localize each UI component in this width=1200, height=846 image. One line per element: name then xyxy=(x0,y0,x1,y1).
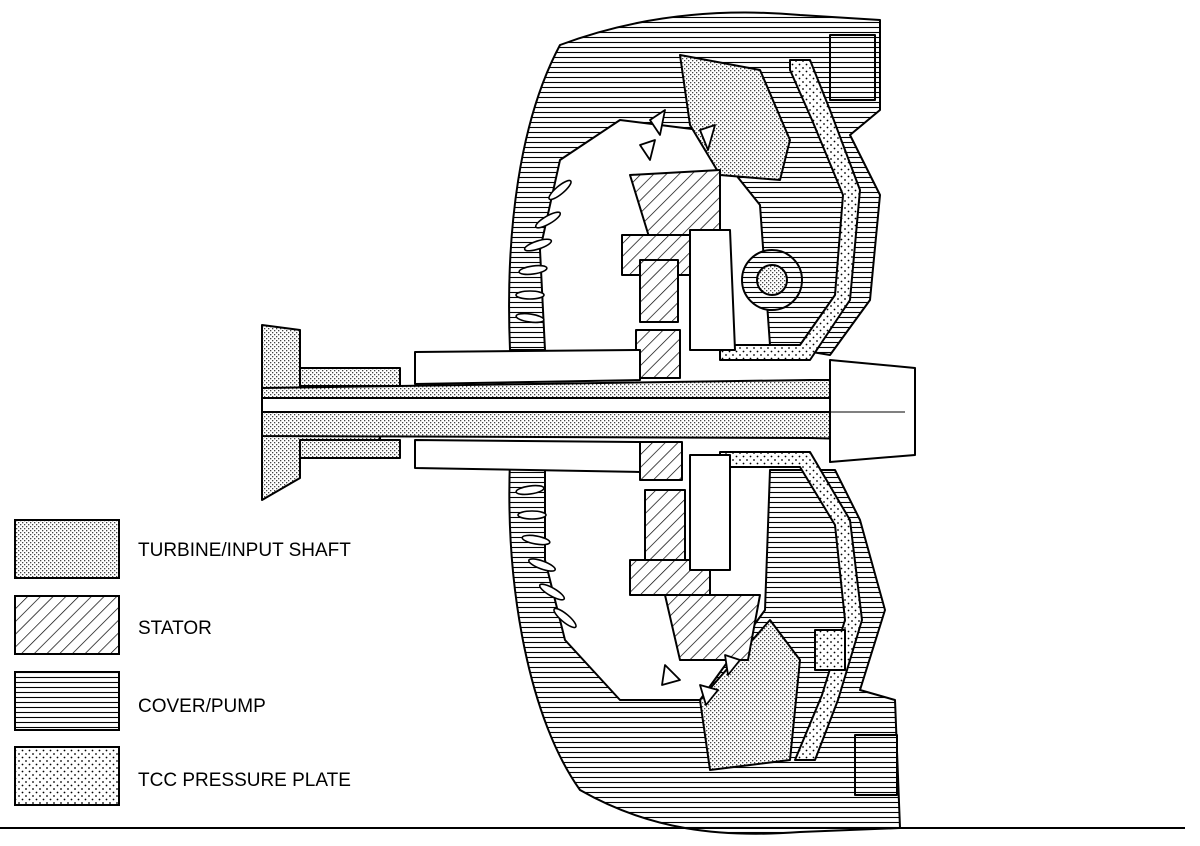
input-shaft-splines-upper xyxy=(299,367,401,387)
legend-item-tcc: TCC PRESSURE PLATE xyxy=(14,746,351,806)
legend-label-turbine: TURBINE/INPUT SHAFT xyxy=(138,540,351,561)
stator-lower-blade xyxy=(664,594,761,661)
legend-item-stator: STATOR xyxy=(14,595,212,655)
legend-item-turbine: TURBINE/INPUT SHAFT xyxy=(14,519,351,579)
legend-swatch-turbine xyxy=(14,519,120,579)
pump-vane-slots-lower xyxy=(515,484,577,629)
legend-label-cover: COVER/PUMP xyxy=(138,696,266,717)
stator-support-lower xyxy=(414,439,641,473)
legend-label-tcc: TCC PRESSURE PLATE xyxy=(138,770,351,791)
turbine-lower xyxy=(699,619,801,771)
input-shaft-splines-lower xyxy=(299,439,401,459)
stator-upper-inner xyxy=(639,259,679,323)
legend-swatch-cover xyxy=(14,671,120,731)
stator-lower-inner xyxy=(644,489,686,561)
pump-vane-slots-upper xyxy=(515,179,572,324)
legend-swatch-stator xyxy=(14,595,120,655)
cover-lug-lower xyxy=(854,734,898,796)
stator-roller-clutch-core xyxy=(756,264,788,296)
stator-upper-bearing xyxy=(635,329,681,379)
legend: TURBINE/INPUT SHAFT STATOR COVER/PUMP TC… xyxy=(14,519,351,806)
cover-lug-upper xyxy=(829,34,876,101)
tcc-damper-block xyxy=(814,629,846,671)
stator-support-upper xyxy=(414,349,641,385)
legend-swatch-tcc xyxy=(14,746,120,806)
turbine-hub-lower xyxy=(689,454,731,571)
turbine-hub-upper xyxy=(689,229,736,351)
stator-lower-bearing xyxy=(639,441,683,481)
converter-section xyxy=(261,11,916,835)
input-shaft-bore xyxy=(261,397,883,413)
fluid-openings xyxy=(639,109,741,706)
tcc-pressure-plate-upper xyxy=(719,59,861,361)
converter-hub-right xyxy=(829,359,916,463)
legend-label-stator: STATOR xyxy=(138,618,212,639)
legend-item-cover: COVER/PUMP xyxy=(14,671,266,731)
tcc-pressure-plate-lower xyxy=(719,451,863,761)
